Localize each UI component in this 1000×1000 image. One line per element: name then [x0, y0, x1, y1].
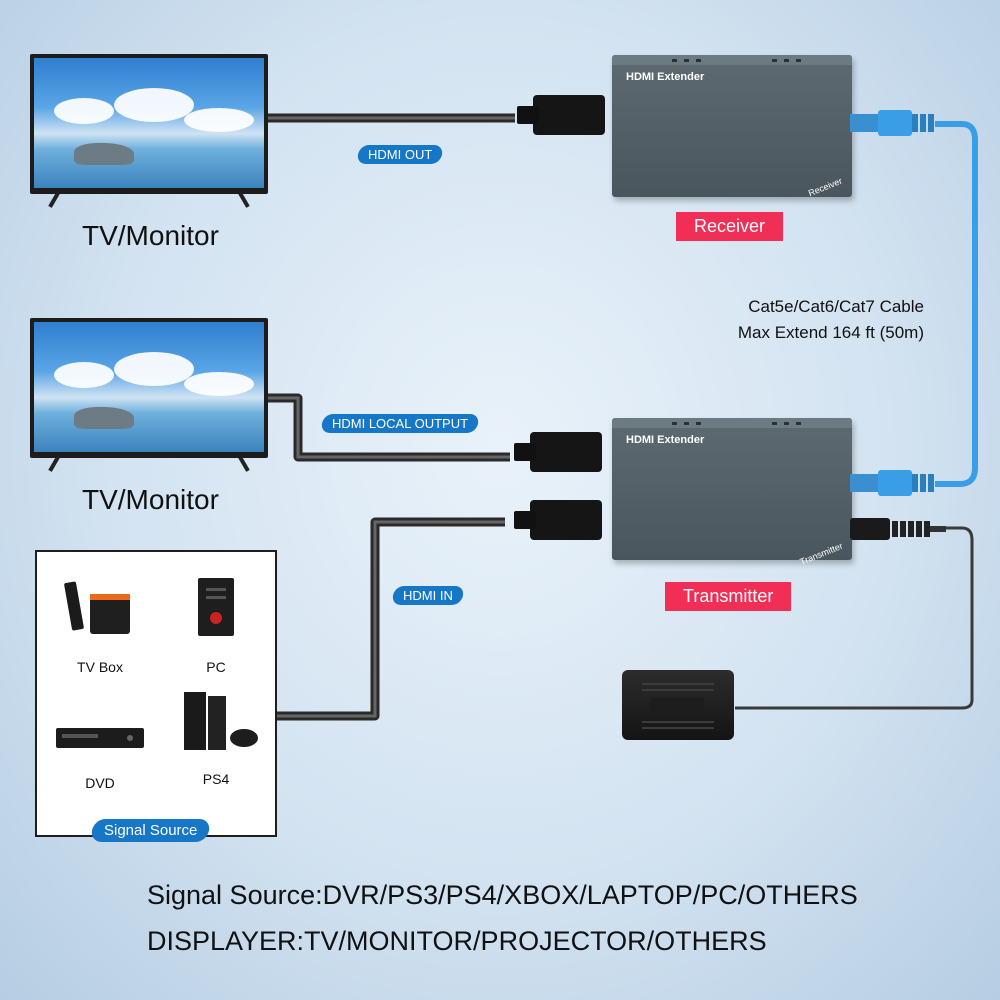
cable-note-line2: Max Extend 164 ft (50m): [737, 323, 924, 342]
transmitter-device-title: HDMI Extender: [626, 434, 705, 446]
signal-source-title: Signal Source: [89, 819, 212, 842]
receiver-hdmi-plug: [517, 95, 605, 135]
hdmi-in-cable: [272, 517, 505, 721]
tv-monitor-top-label: TV/Monitor: [82, 220, 219, 251]
transmitter-device: HDMI Extender Transmitter: [612, 418, 852, 567]
source-ps4-label: PS4: [202, 771, 230, 787]
source-tv-box: TV Box: [45, 576, 155, 675]
power-plug: [850, 518, 946, 540]
hdmi-in-label: HDMI IN: [391, 586, 465, 605]
tv-box-icon: [64, 581, 130, 634]
signal-source-panel: TV Box PC DVD PS4: [35, 550, 277, 837]
footer-signal-source-line: Signal Source:DVR/PS3/PS4/XBOX/LAPTOP/PC…: [147, 880, 858, 910]
cable-note-line1: Cat5e/Cat6/Cat7 Cable: [748, 297, 924, 316]
hdmi-out-label: HDMI OUT: [356, 145, 444, 164]
receiver-device-title: HDMI Extender: [626, 71, 705, 83]
tv-monitor-middle: [30, 318, 268, 472]
receiver-side-label: Receiver: [807, 175, 844, 199]
ethernet-cable: [935, 121, 978, 487]
tv-monitor-top: [30, 54, 268, 208]
footer-displayer-line: DISPLAYER:TV/MONITOR/PROJECTOR/OTHERS: [147, 926, 767, 956]
transmitter-rj45-plug: [850, 470, 934, 496]
receiver-tag: Receiver: [676, 212, 784, 241]
source-ps4: PS4: [161, 692, 271, 787]
source-pc-label: PC: [206, 659, 226, 675]
ps4-console-icon: [184, 692, 258, 750]
dvd-player-icon: [56, 728, 144, 748]
source-pc: PC: [161, 576, 271, 675]
transmitter-local-hdmi-plug: [514, 432, 602, 472]
pc-tower-icon: [198, 578, 234, 636]
cable-note: Cat5e/Cat6/Cat7 Cable Max Extend 164 ft …: [690, 294, 924, 346]
source-dvd-label: DVD: [85, 775, 115, 791]
source-tv-box-label: TV Box: [77, 659, 123, 675]
transmitter-tag: Transmitter: [665, 582, 792, 611]
power-adapter: [622, 670, 734, 740]
receiver-rj45-plug: [850, 110, 934, 136]
tv-monitor-middle-label: TV/Monitor: [82, 484, 219, 515]
tv-screen: [34, 322, 264, 452]
receiver-device: HDMI Extender Receiver: [612, 55, 852, 199]
hdmi-local-output-label: HDMI LOCAL OUTPUT: [320, 414, 480, 433]
tv-screen: [34, 58, 264, 188]
source-dvd: DVD: [45, 712, 155, 791]
transmitter-input-hdmi-plug: [514, 500, 602, 540]
power-cable: [735, 526, 974, 710]
